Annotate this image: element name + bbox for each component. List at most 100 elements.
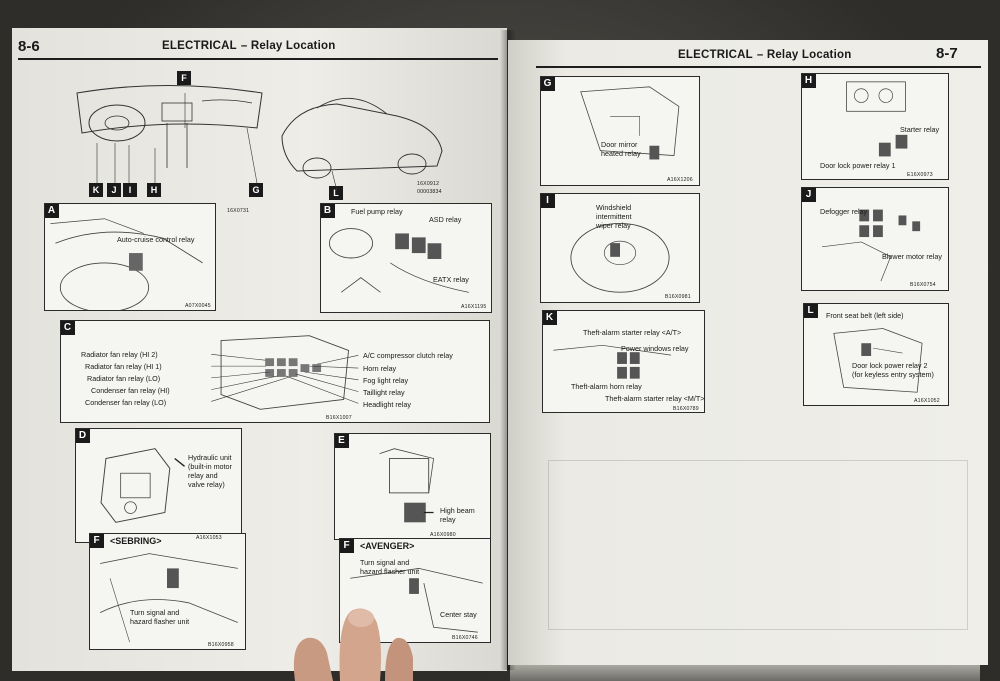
- left-page: 8-6 ELECTRICAL – Relay Location F K J I …: [12, 28, 507, 671]
- panel-b-code: A16X1195: [461, 304, 487, 310]
- panel-c-label-rad-hi1: Radiator fan relay (HI 1): [85, 362, 162, 371]
- panel-f-avenger-label-3: Center stay: [440, 610, 477, 619]
- panel-g-tag: G: [541, 77, 555, 91]
- dash-key-g: G: [249, 183, 263, 197]
- car-code: 16X0912: [417, 181, 440, 187]
- panel-h-label-starter: Starter relay: [900, 125, 940, 134]
- dash-key-j: J: [107, 183, 121, 197]
- panel-c-code: B16X1007: [326, 415, 352, 421]
- panel-d-tag: D: [76, 429, 90, 443]
- dash-key-i: I: [123, 183, 137, 197]
- panel-k-label-4: Theft-alarm starter relay <M/T>: [605, 394, 705, 403]
- panel-e-code: A16X0980: [430, 532, 456, 538]
- panel-i-tag: I: [541, 194, 555, 208]
- panel-c-label-tail: Taillight relay: [363, 388, 405, 397]
- panel-b-label-asd: ASD relay: [429, 215, 462, 224]
- panel-e: E High beam relay A16X0980: [334, 433, 491, 540]
- panel-a-sketch: [50, 218, 203, 310]
- panel-f-sebring-tag: F: [90, 534, 104, 548]
- panel-d-label-1: Hydraulic unit: [188, 453, 232, 462]
- panel-l-label-3: (for keyless entry system): [852, 370, 934, 379]
- panel-c-tag: C: [61, 321, 75, 335]
- panel-h-label-doorlock: Door lock power relay 1: [820, 161, 896, 170]
- car-sketch: [281, 97, 443, 192]
- panel-e-label-2: relay: [440, 515, 456, 524]
- dash-code: 16X0731: [227, 208, 250, 214]
- hand-sketch: [293, 608, 413, 681]
- panel-k: K Theft-alarm starter relay <A/T> Power …: [542, 310, 705, 413]
- right-page: ELECTRICAL – Relay Location 8-7 G Door m…: [508, 40, 988, 665]
- panel-f-avenger: F <AVENGER> Turn signal and hazard flash…: [339, 538, 491, 643]
- panel-a-tag: A: [45, 204, 59, 218]
- panel-f-avenger-sketch: [350, 568, 483, 633]
- car-overview: L 16X0912 00003834: [277, 76, 447, 206]
- panel-g-label-1: Door mirror: [601, 140, 638, 149]
- panel-k-label-2: Power windows relay: [621, 344, 689, 353]
- panel-f-sebring: F <SEBRING> Turn signal and hazard flash…: [89, 533, 246, 650]
- panel-j-label-blower: Blower motor relay: [882, 252, 942, 261]
- panel-c-label-rad-lo: Radiator fan relay (LO): [87, 374, 161, 383]
- panel-e-tag: E: [335, 434, 349, 448]
- panel-k-label-1: Theft-alarm starter relay <A/T>: [583, 328, 682, 337]
- dash-key-top: F: [177, 71, 191, 85]
- panel-i-label-2: intermittent: [596, 212, 632, 221]
- panel-l: L Front seat belt (left side) Door lock …: [803, 303, 949, 406]
- dash-key-k: K: [89, 183, 103, 197]
- right-section-subtitle: – Relay Location: [756, 49, 852, 61]
- panel-d-sketch: [100, 448, 185, 523]
- panel-l-label-1: Front seat belt (left side): [826, 311, 904, 320]
- panel-a-label: Auto-cruise control relay: [117, 235, 195, 244]
- left-section-title: ELECTRICAL: [162, 40, 237, 52]
- panel-g-label-2: heated relay: [601, 149, 641, 158]
- panel-l-code: A16X1052: [914, 398, 940, 404]
- panel-k-tag: K: [543, 311, 557, 325]
- panel-f-sebring-label-2: hazard flasher unit: [130, 617, 190, 626]
- panel-f-avenger-title: <AVENGER>: [360, 541, 415, 551]
- panel-f-sebring-label-1: Turn signal and: [130, 608, 180, 617]
- panel-d-label-3: relay and: [188, 471, 218, 480]
- panel-l-sketch: [833, 328, 923, 393]
- left-section-heading: ELECTRICAL – Relay Location: [162, 40, 335, 52]
- hand-photo: [285, 598, 420, 681]
- panel-k-sketch: [553, 344, 672, 379]
- panel-k-label-3: Theft-alarm horn relay: [571, 382, 642, 391]
- panel-g-code: A16X1206: [667, 177, 693, 183]
- right-section-title: ELECTRICAL: [678, 49, 753, 61]
- panel-e-sketch: [379, 448, 435, 523]
- panel-j-sketch: [821, 209, 921, 282]
- left-page-number: 8-6: [18, 38, 40, 55]
- panel-i-label-3: wiper relay: [596, 221, 631, 230]
- panel-j: J Defogger relay Blower motor relay B16X…: [801, 187, 949, 291]
- panel-b-tag: B: [321, 204, 335, 218]
- panel-f-avenger-tag: F: [340, 539, 354, 553]
- panel-l-tag: L: [804, 304, 818, 318]
- panel-b-label-eatx: EATX relay: [433, 275, 469, 284]
- right-header-rule: [536, 66, 981, 68]
- right-section-heading: ELECTRICAL – Relay Location: [678, 49, 851, 61]
- panel-c-label-ac: A/C compressor clutch relay: [363, 351, 453, 360]
- panel-f-avenger-code: B16X0746: [452, 635, 478, 641]
- panel-j-tag: J: [802, 188, 816, 202]
- left-header-rule: [18, 58, 498, 60]
- panel-i-label-1: Windshield: [596, 203, 632, 212]
- panel-h-sketch: [846, 81, 908, 157]
- panel-g-sketch: [580, 86, 680, 160]
- panel-f-sebring-title: <SEBRING>: [110, 536, 162, 546]
- panel-l-label-2: Door lock power relay 2: [852, 361, 928, 370]
- panel-h: H Starter relay Door lock power relay 1 …: [801, 73, 949, 180]
- dashboard-sketch: [76, 85, 263, 184]
- left-page-header: 8-6: [18, 38, 40, 55]
- panel-c-label-head: Headlight relay: [363, 400, 411, 409]
- panel-a: A Auto-cruise control relay A07X0045: [44, 203, 216, 311]
- panel-d-code: A16X1053: [196, 535, 222, 541]
- panel-c-label-fog: Fog light relay: [363, 376, 409, 385]
- car-key-l: L: [329, 186, 343, 200]
- panel-i-code: B16X0981: [665, 294, 691, 300]
- panel-h-tag: H: [802, 74, 816, 88]
- panel-b-label-fuel-pump: Fuel pump relay: [351, 207, 403, 216]
- bleed-through-ghost: [548, 460, 968, 630]
- panel-j-code: B16X0754: [910, 282, 936, 288]
- panel-i: I Windshield intermittent wiper relay B1…: [540, 193, 700, 303]
- panel-c: C Radiator fan relay (HI 2) Radiator fan…: [60, 320, 490, 423]
- panel-e-label-1: High beam: [440, 506, 475, 515]
